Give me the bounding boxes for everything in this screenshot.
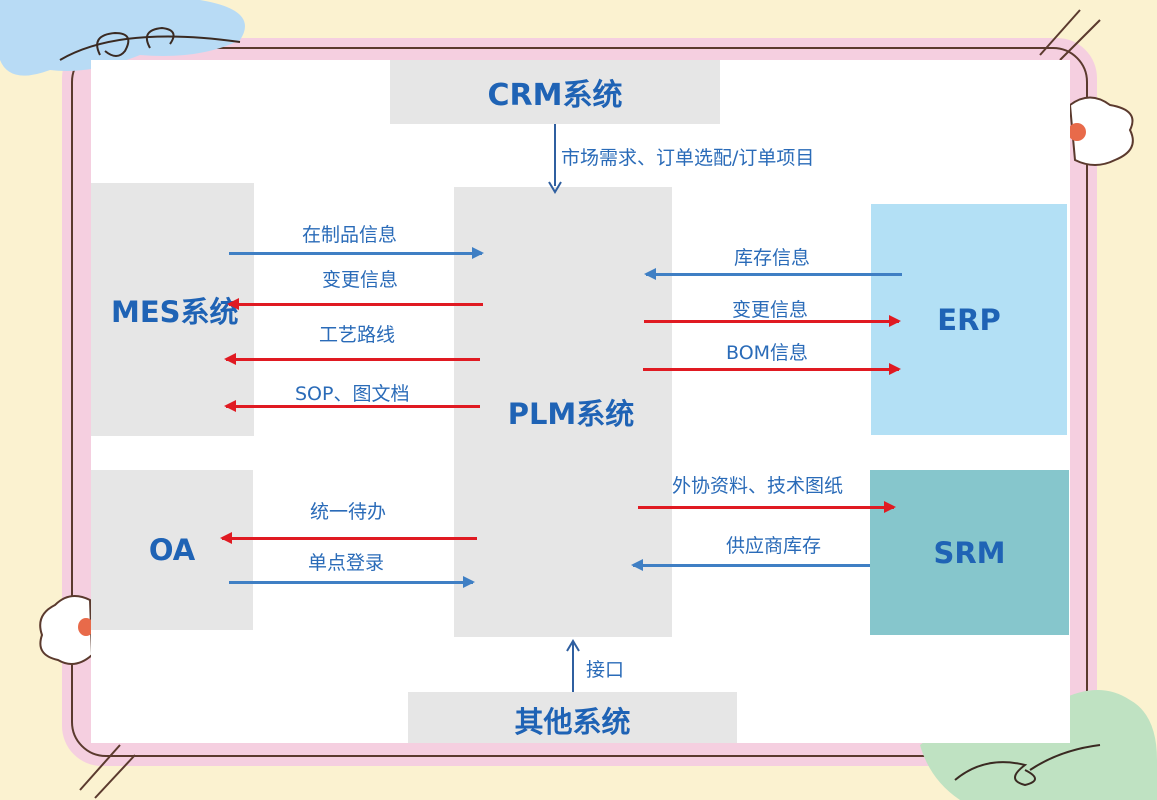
- arrowhead-down-icon: [548, 181, 562, 194]
- mes-change-info-arrow: [227, 298, 483, 310]
- crm-system-box: CRM系统: [390, 60, 720, 124]
- crm-system-label: CRM系统: [487, 78, 623, 113]
- single-signon-arrow: [229, 576, 475, 588]
- other-systems-box: 其他系统: [408, 692, 737, 743]
- wip-info-label: 在制品信息: [302, 224, 398, 246]
- single-signon-label: 单点登录: [308, 552, 385, 574]
- bom-info-arrow: [643, 363, 901, 375]
- supplier-inventory-label: 供应商库存: [726, 535, 822, 557]
- sop-docs-arrow: [224, 400, 480, 412]
- outsource-docs-label: 外协资料、技术图纸: [672, 475, 844, 497]
- oa-box: OA: [91, 470, 253, 630]
- wip-info-arrow: [229, 247, 484, 259]
- erp-label: ERP: [937, 302, 1001, 337]
- mes-system-box: MES系统: [91, 183, 254, 436]
- erp-box: ERP: [871, 204, 1067, 435]
- unified-todo-arrow: [220, 532, 477, 544]
- crm-to-plm-arrow: [554, 124, 556, 186]
- other-to-plm-arrow: [572, 642, 574, 692]
- bom-info-label: BOM信息: [726, 342, 809, 364]
- process-route-arrow: [224, 353, 480, 365]
- erp-change-info-arrow: [644, 315, 901, 327]
- inventory-info-label: 库存信息: [734, 247, 811, 269]
- crm-to-plm-label: 市场需求、订单选配/订单项目: [561, 147, 815, 169]
- mes-change-info-label: 变更信息: [322, 269, 399, 291]
- process-route-label: 工艺路线: [319, 324, 396, 346]
- srm-label: SRM: [933, 535, 1006, 570]
- other-systems-label: 其他系统: [514, 705, 631, 739]
- interface-label: 接口: [586, 659, 625, 681]
- mes-system-label: MES系统: [111, 294, 239, 329]
- erp-change-info-label: 变更信息: [732, 299, 809, 321]
- srm-box: SRM: [870, 470, 1069, 635]
- sop-docs-label: SOP、图文档: [295, 383, 410, 405]
- oa-label: OA: [148, 533, 196, 567]
- inventory-info-arrow: [644, 268, 902, 280]
- plm-system-label: PLM系统: [507, 397, 635, 431]
- outsource-docs-arrow: [638, 501, 896, 513]
- unified-todo-label: 统一待办: [310, 501, 387, 523]
- supplier-inventory-arrow: [631, 559, 870, 571]
- arrowhead-up-icon: [566, 639, 580, 652]
